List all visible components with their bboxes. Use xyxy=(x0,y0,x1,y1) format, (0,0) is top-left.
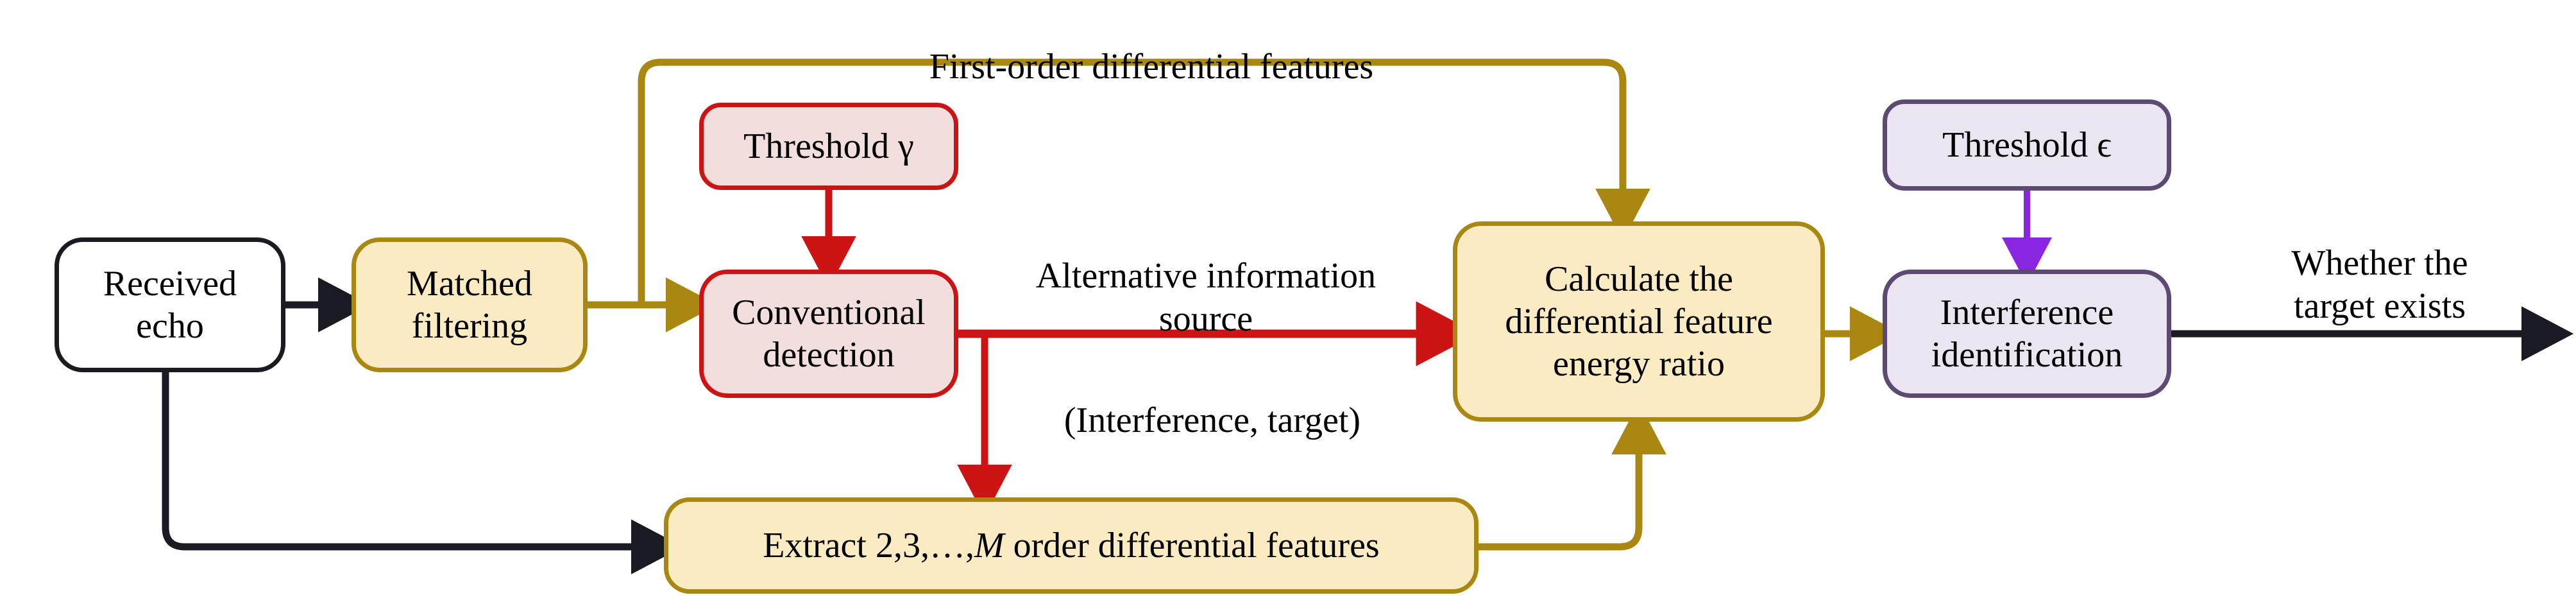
node-interference-identification[interactable]: Interference identification xyxy=(1883,270,2171,398)
edge-echo-to-extract xyxy=(162,372,684,574)
node-threshold-epsilon-label: Threshold ϵ xyxy=(1942,125,2112,165)
label-first-order-text: First-order differential features xyxy=(929,47,1374,87)
label-whether-target-text: Whether the target exists xyxy=(2291,243,2468,327)
node-extract-features[interactable]: Extract 2,3,…,M order differential featu… xyxy=(664,497,1479,594)
label-interference-target-text: (Interference, target) xyxy=(1063,400,1361,441)
node-threshold-gamma[interactable]: Threshold γ xyxy=(699,103,958,190)
node-calculate-ratio[interactable]: Calculate the differential feature energ… xyxy=(1453,221,1825,422)
node-threshold-epsilon[interactable]: Threshold ϵ xyxy=(1883,99,2171,191)
node-conventional-detection[interactable]: Conventional detection xyxy=(699,270,958,398)
node-matched-filtering[interactable]: Matched filtering xyxy=(352,237,588,372)
node-received-echo-label: Received echo xyxy=(103,263,237,346)
node-threshold-gamma-label: Threshold γ xyxy=(743,126,914,166)
label-whether-target-exists: Whether the target exists xyxy=(2232,199,2527,372)
node-matched-filtering-label: Matched filtering xyxy=(407,263,532,346)
node-interference-identification-label: Interference identification xyxy=(1931,292,2123,375)
node-calculate-ratio-label: Calculate the differential feature energ… xyxy=(1505,259,1773,384)
edge-extract-to-calculate xyxy=(1479,402,1666,551)
label-interference-target: (Interference, target) xyxy=(1001,356,1424,486)
node-extract-features-label: Extract 2,3,…,M order differential featu… xyxy=(763,525,1380,565)
node-conventional-detection-label: Conventional detection xyxy=(732,292,926,375)
label-alternative-source-text: Alternative information source xyxy=(1035,256,1377,340)
node-received-echo[interactable]: Received echo xyxy=(55,237,285,372)
